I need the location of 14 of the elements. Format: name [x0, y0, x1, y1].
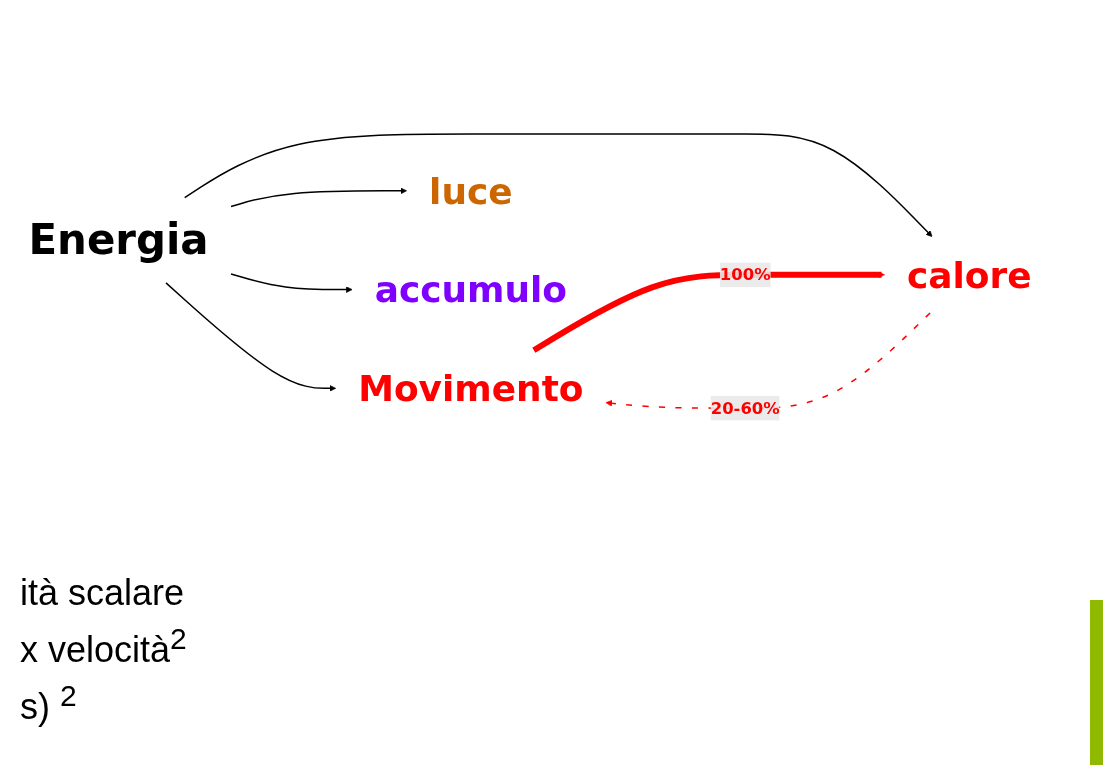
arrow — [230, 272, 353, 293]
node-text: Energia — [28, 215, 209, 264]
node-text: accumulo — [374, 268, 568, 311]
node-text: calore — [907, 253, 1032, 296]
node-text: luce — [429, 169, 513, 212]
node-text: Movimento — [358, 367, 584, 410]
formula-text: s) $^{2}$ — [20, 678, 78, 729]
arrow — [165, 281, 337, 392]
arrow — [183, 133, 933, 237]
formula-text: ità scalare — [20, 571, 186, 615]
edge-label: 100% — [719, 265, 771, 284]
edge-label: 20-60% — [710, 398, 780, 418]
formula-text: x velocità$^{2}$ — [20, 621, 187, 672]
arrow — [230, 187, 407, 207]
